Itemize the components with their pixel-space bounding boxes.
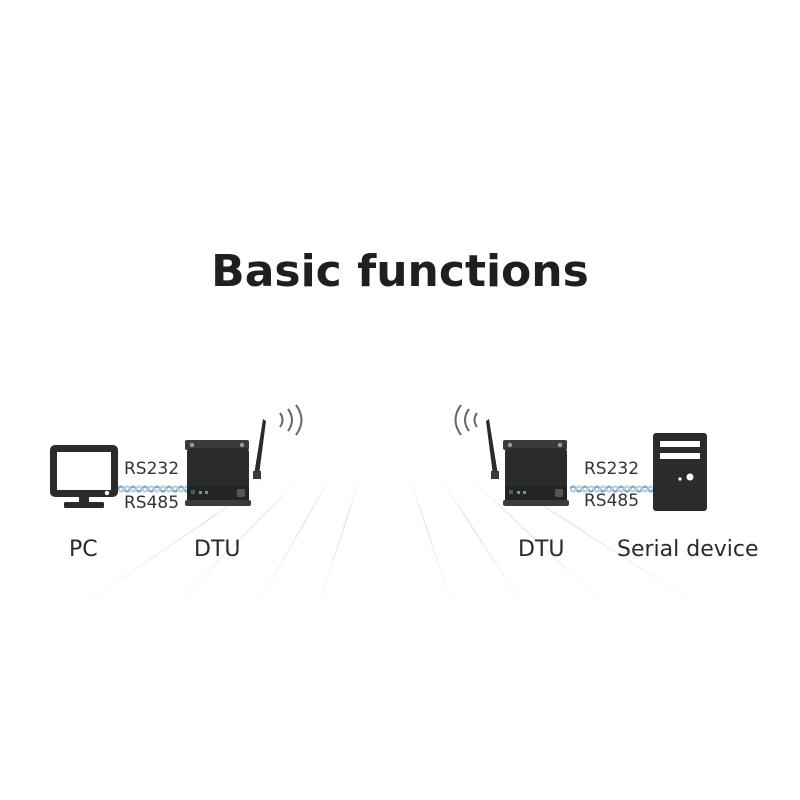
left-port-rs232-label: RS232 — [124, 459, 180, 479]
left-port-rs485-label: RS485 — [124, 493, 180, 513]
monitor-icon — [50, 445, 118, 508]
dtu-device-icon — [503, 440, 569, 506]
right-port-rs232-label: RS232 — [584, 459, 640, 479]
right-port-rs485-label: RS485 — [584, 491, 640, 511]
serial-device-icon — [653, 433, 707, 511]
serial-device-label: Serial device — [617, 537, 759, 562]
pc-label: PC — [69, 537, 98, 562]
left-dtu-label: DTU — [194, 537, 241, 562]
right-dtu-label: DTU — [518, 537, 565, 562]
dtu-device-icon — [185, 440, 251, 506]
serial-cable-icon — [570, 485, 654, 493]
antenna-icon — [253, 419, 266, 479]
antenna-icon — [486, 419, 499, 479]
wireless-signal-icon — [454, 404, 478, 436]
serial-cable-icon — [118, 485, 188, 493]
page-title: Basic functions — [211, 246, 589, 297]
wireless-signal-icon — [279, 404, 303, 436]
